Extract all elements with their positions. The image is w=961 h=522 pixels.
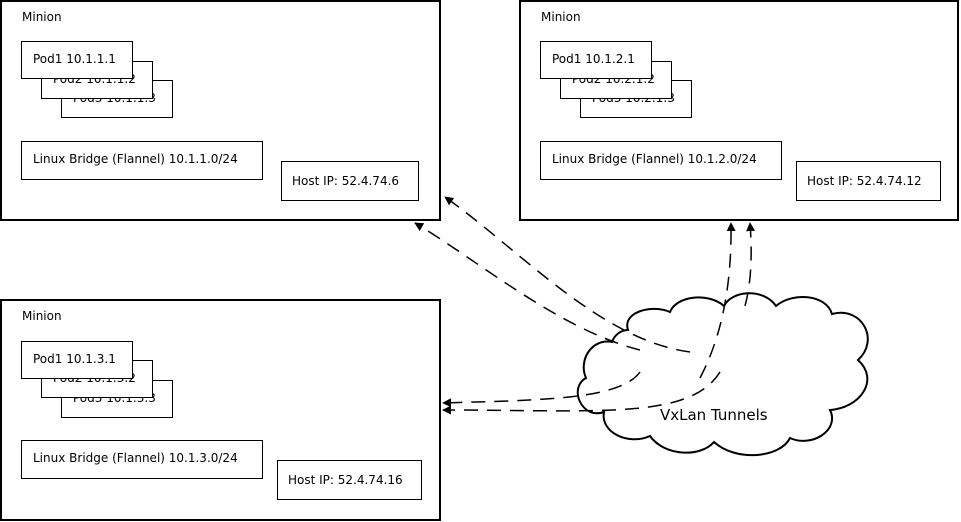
tunnel-line	[444, 196, 691, 353]
bridge-label: Linux Bridge (Flannel) 10.1.2.0/24	[552, 152, 757, 166]
pod-label: Pod1 10.1.3.1	[33, 352, 116, 366]
vxlan-cloud	[576, 292, 869, 456]
host-ip-label: Host IP: 52.4.74.12	[807, 174, 922, 188]
cloud-label: VxLan Tunnels	[660, 406, 768, 424]
bridge-label: Linux Bridge (Flannel) 10.1.1.0/24	[33, 152, 238, 166]
minion-title: Minion	[541, 10, 581, 24]
host-ip-label: Host IP: 52.4.74.16	[288, 473, 403, 487]
host-ip: Host IP: 52.4.74.12	[796, 161, 941, 201]
host-ip-label: Host IP: 52.4.74.6	[292, 174, 400, 188]
minion-title: Minion	[22, 10, 62, 24]
tunnel-line	[744, 222, 756, 307]
pod-1: Pod1 10.1.1.1	[21, 41, 133, 79]
pod-label: Pod1 10.1.1.1	[33, 52, 116, 66]
tunnel-line	[699, 222, 736, 379]
tunnel-line	[414, 222, 641, 351]
host-ip: Host IP: 52.4.74.16	[277, 460, 422, 500]
pod-label: Pod1 10.1.2.1	[552, 52, 635, 66]
minion-title: Minion	[22, 309, 62, 323]
tunnel-line	[442, 371, 641, 408]
minion-node-2: Minion Pod3 10.2.1.3 Pod2 10.2.1.2 Pod1 …	[519, 0, 959, 221]
linux-bridge: Linux Bridge (Flannel) 10.1.1.0/24	[21, 141, 263, 180]
linux-bridge: Linux Bridge (Flannel) 10.1.3.0/24	[21, 440, 263, 479]
tunnel-line	[442, 371, 721, 415]
bridge-label: Linux Bridge (Flannel) 10.1.3.0/24	[33, 451, 238, 465]
pod-1: Pod1 10.1.2.1	[540, 41, 652, 79]
linux-bridge: Linux Bridge (Flannel) 10.1.2.0/24	[540, 141, 782, 180]
minion-node-1: Minion Pod3 10.1.1.3 Pod2 10.1.1.2 Pod1 …	[0, 0, 441, 221]
host-ip: Host IP: 52.4.74.6	[281, 161, 419, 201]
pod-1: Pod1 10.1.3.1	[21, 341, 133, 379]
minion-node-3: Minion Pod3 10.1.3.3 Pod2 10.1.3.2 Pod1 …	[0, 299, 441, 521]
